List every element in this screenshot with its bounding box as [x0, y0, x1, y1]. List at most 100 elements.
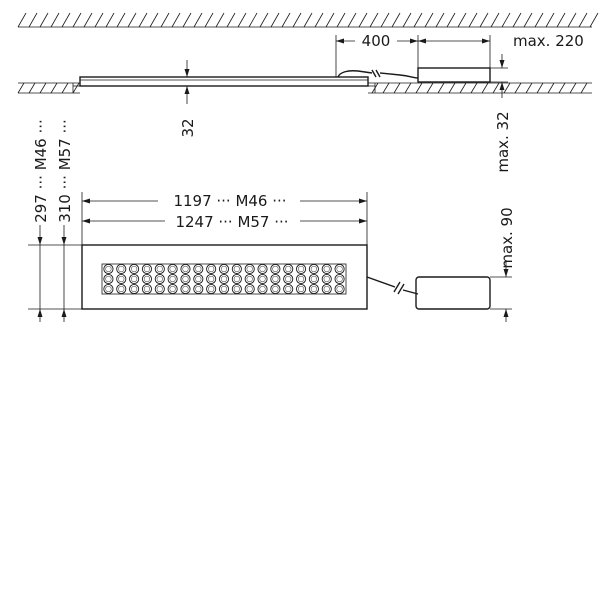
hatch-stroke	[589, 12, 599, 28]
driver-top-view	[415, 276, 491, 310]
hatch-stroke	[448, 82, 456, 94]
led-optic	[334, 263, 345, 275]
led-optic-inner	[143, 275, 151, 283]
led-optic-inner	[297, 265, 305, 273]
hatch-stroke	[314, 12, 324, 28]
led-optic	[321, 283, 332, 295]
led-optic-inner	[297, 285, 305, 293]
driver-side-profile	[417, 67, 491, 83]
dim-driver-height: max. 32	[490, 54, 512, 173]
hatch-stroke	[501, 12, 511, 28]
hatch-stroke	[204, 12, 214, 28]
led-optic	[218, 273, 230, 285]
led-optic	[270, 263, 281, 275]
led-optic	[244, 263, 255, 275]
led-optic-inner	[131, 275, 138, 283]
led-optic-inner	[272, 265, 279, 273]
hatch-stroke	[567, 12, 577, 28]
hatch-stroke	[292, 12, 302, 28]
hatch-stroke	[50, 12, 60, 28]
led-optic	[257, 273, 268, 285]
led-optic-inner	[182, 265, 189, 273]
led-optic	[231, 283, 242, 295]
dim-width-m57-label: 310 ··· M57 ···	[56, 119, 74, 223]
hatch-stroke	[61, 12, 71, 28]
led-optic-inner	[118, 275, 125, 283]
led-optic	[141, 263, 152, 275]
led-optic	[180, 263, 191, 275]
led-optic-inner	[169, 285, 176, 293]
hatch-stroke	[149, 12, 159, 28]
hatch-stroke	[470, 82, 478, 94]
dim-width-m46-label: 297 ··· M46 ···	[32, 119, 50, 223]
led-optic	[308, 273, 319, 285]
led-optic-inner	[131, 285, 138, 293]
led-optic	[141, 273, 152, 285]
hatch-stroke	[160, 12, 170, 28]
top-view: 297 ··· M46 ··· 310 ··· M57 ··· 11	[28, 119, 516, 322]
led-optic	[231, 263, 242, 275]
hatch-stroke	[193, 12, 203, 28]
led-optic	[257, 283, 268, 295]
hatch-stroke	[325, 12, 335, 28]
led-optic	[321, 273, 332, 285]
side-view: 400 max. 220 32 max. 32	[17, 12, 599, 173]
led-optic-inner	[220, 275, 228, 283]
led-optic-inner	[310, 275, 317, 283]
led-optic	[218, 283, 230, 295]
hatch-stroke	[171, 12, 181, 28]
led-optic	[154, 283, 165, 295]
led-optic-inner	[323, 285, 330, 293]
hatch-stroke	[72, 82, 80, 94]
led-optic	[270, 273, 281, 285]
led-optic-inner	[156, 275, 163, 283]
led-optic	[206, 283, 217, 295]
led-optic	[334, 273, 345, 285]
led-optic-inner	[182, 275, 189, 283]
hatch-stroke	[237, 12, 247, 28]
led-optic	[193, 263, 204, 275]
hatch-stroke	[226, 12, 236, 28]
led-optic-inner	[156, 265, 163, 273]
dim-length-lines	[81, 192, 368, 245]
led-optic-inner	[195, 265, 202, 273]
led-optic	[308, 263, 319, 275]
led-optic-inner	[220, 265, 228, 273]
led-optic-inner	[285, 285, 292, 293]
led-optic-inner	[131, 265, 138, 273]
led-optic	[129, 273, 140, 285]
hatch-stroke	[105, 12, 115, 28]
ceiling-slab	[17, 12, 599, 28]
hatch-stroke	[83, 12, 93, 28]
dim-length-m57-label: 1247 ··· M57 ···	[175, 213, 288, 231]
led-optic-inner	[310, 285, 317, 293]
dim-driver-width: max. 90	[490, 207, 516, 322]
hatch-stroke	[380, 12, 390, 28]
hatch-stroke	[424, 12, 434, 28]
hatch-stroke	[457, 12, 467, 28]
ceiling-hatch	[17, 12, 599, 28]
dim-max-distance-label: max. 220	[513, 32, 584, 50]
hatch-stroke	[514, 82, 522, 94]
hatch-stroke	[580, 82, 588, 94]
led-optic	[321, 263, 332, 275]
hatch-stroke	[215, 12, 225, 28]
led-optic	[296, 273, 307, 285]
led-optic-inner	[272, 285, 279, 293]
led-optic	[141, 283, 152, 295]
hatch-stroke	[437, 82, 445, 94]
hatch-stroke	[459, 82, 467, 94]
led-optic-inner	[143, 265, 151, 273]
led-optic	[206, 273, 217, 285]
led-optic	[308, 283, 319, 295]
led-optic	[218, 263, 230, 275]
led-optic	[244, 273, 255, 285]
hatch-stroke	[248, 12, 258, 28]
hatch-stroke	[545, 12, 555, 28]
hatch-stroke	[358, 12, 368, 28]
hatch-stroke	[547, 82, 555, 94]
hatch-stroke	[512, 12, 522, 28]
led-optic	[116, 273, 127, 285]
led-optic	[283, 273, 294, 285]
cable-top	[366, 276, 419, 295]
